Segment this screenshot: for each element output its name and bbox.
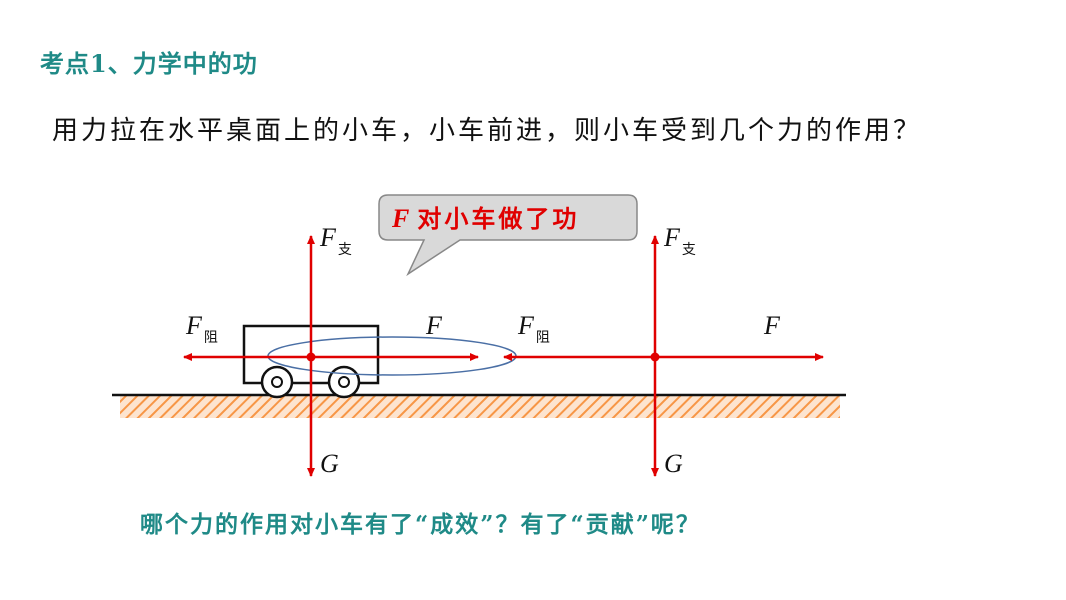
label-pull-left: F — [425, 311, 443, 340]
force-origin-right — [650, 352, 660, 362]
label-gravity-left: G — [320, 449, 339, 478]
question-text: 用力拉在水平桌面上的小车，小车前进，则小车受到几个力的作用？ — [52, 116, 923, 146]
ground-hatch — [120, 396, 840, 418]
force-origin-left — [306, 352, 316, 362]
label-gravity-right: G — [664, 449, 683, 478]
label-pull-right: F — [763, 311, 781, 340]
slide-heading: 考点1、力学中的功 — [40, 49, 258, 78]
bottom-question: 哪个力的作用对小车有了“成效”？有了“贡献”呢？ — [140, 511, 701, 538]
